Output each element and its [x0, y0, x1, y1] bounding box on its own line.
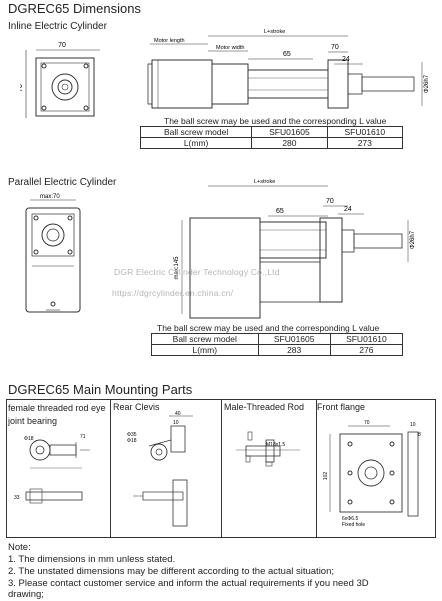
note-heading: Note:: [8, 542, 31, 553]
inline-dim-70: 70: [331, 44, 339, 51]
inline-end-view: 70 70: [20, 42, 100, 118]
female-dim-71: 71: [80, 434, 86, 440]
clevis-dim-10: 10: [173, 420, 179, 426]
mounting-parts-table: [6, 399, 436, 538]
flange-dim-10: 10: [410, 422, 416, 428]
flange-dim-8: 8: [418, 432, 421, 438]
parallel-heading: Parallel Electric Cylinder: [8, 177, 117, 188]
female-dim-33: 33: [14, 495, 20, 501]
inline-end-dim-70: 70: [58, 42, 66, 49]
flange-dim-102: 102: [323, 472, 329, 481]
table-row: Ball screw model SFU01605 SFU01610: [151, 333, 404, 345]
table-cell: L(mm): [151, 344, 259, 356]
table-cell: SFU01605: [257, 333, 331, 345]
inline-motor-length-label: Motor length: [154, 38, 185, 44]
rear-clevis-drawing: 40 10 Φ35 Φ18: [127, 411, 193, 527]
clevis-dim-phi35: Φ35: [127, 432, 137, 438]
flange-dim-70: 70: [364, 420, 370, 426]
table-row: L(mm) 283 276: [151, 344, 404, 356]
table-cell: SFU01610: [329, 333, 404, 345]
parallel-phi-label: Φ26h7: [410, 230, 416, 249]
female-rod-eye-drawing: Φ18 71 33: [14, 434, 90, 504]
inline-heading: Inline Electric Cylinder: [8, 21, 107, 32]
part-name-rear-clevis: Rear Clevis: [113, 402, 160, 412]
clevis-dim-phi18: Φ18: [127, 438, 137, 444]
clevis-dim-40: 40: [175, 411, 181, 417]
parallel-max70-label: max:70: [40, 194, 60, 200]
parallel-side-view: L+stroke 65 70 24 max:145 Φ26h7: [174, 179, 416, 319]
table-cell: SFU01605: [251, 126, 328, 138]
table-cell: 283: [257, 344, 331, 356]
note-item-4: drawing;: [8, 589, 44, 600]
parallel-max145-label: max:145: [174, 256, 180, 280]
flange-dim-holes: 6xΦ6.5: [342, 516, 358, 522]
parallel-dim-24: 24: [344, 206, 352, 213]
note-item-3: 3. Please contact customer service and i…: [8, 578, 369, 589]
parallel-lstroke-label: L+stroke: [254, 179, 275, 185]
male-dim-thread: M18x1.5: [266, 442, 285, 448]
table-cell: SFU01610: [326, 126, 404, 138]
table-cell: Ball screw model: [151, 333, 259, 345]
front-flange-drawing: 70 10 8 102 6xΦ6.5 Fixed hole: [323, 420, 421, 528]
page-title: DGREC65 Dimensions: [8, 1, 141, 16]
note-item-2: 2. The unstated dimensions may be differ…: [8, 566, 335, 577]
flange-fixed-hole-label: Fixed hole: [342, 522, 365, 528]
inline-dim-65: 65: [283, 51, 291, 58]
part-name-female-rod-eye: female threaded rod eye joint bearing: [8, 403, 106, 426]
inline-lstroke-label: L+stroke: [264, 29, 285, 35]
parallel-dim-65: 65: [276, 208, 284, 215]
female-dim-phi: Φ18: [24, 436, 34, 442]
inline-table-caption: The ball screw may be used and the corre…: [164, 116, 387, 126]
watermark-company: DGR Electric Cylinder Technology Co.,Ltd: [114, 267, 280, 277]
inline-motor-width-label: Motor width: [216, 45, 244, 51]
parallel-ballscrew-table: Ball screw model SFU01605 SFU01610 L(mm)…: [151, 333, 404, 356]
mounting-title: DGREC65 Main Mounting Parts: [8, 382, 193, 397]
inline-end-dim-70-vert: 70: [20, 84, 24, 92]
table-cell: 280: [251, 137, 328, 149]
part-name-male-threaded-rod: Male-Threaded Rod: [224, 402, 305, 412]
inline-phi-label: Φ26h7: [424, 74, 430, 93]
table-row: L(mm) 280 273: [139, 137, 404, 149]
table-row: Ball screw model SFU01605 SFU01610: [139, 126, 404, 138]
parallel-table-caption: The ball screw may be used and the corre…: [157, 323, 380, 333]
inline-ballscrew-table: Ball screw model SFU01605 SFU01610 L(mm)…: [139, 126, 404, 149]
table-cell: Ball screw model: [139, 126, 253, 138]
part-name-front-flange: Front flange: [317, 402, 366, 412]
table-cell: 276: [329, 344, 404, 356]
male-threaded-rod-drawing: M18x1.5: [236, 431, 300, 467]
inline-side-view: Motor length L+stroke Motor width 65 70 …: [147, 29, 430, 109]
table-cell: L(mm): [139, 137, 253, 149]
watermark-url: https://dgrcylinder.en.china.cn/: [112, 288, 234, 298]
parallel-end-view: max:70: [25, 194, 81, 313]
table-cell: 273: [326, 137, 404, 149]
parallel-dim-70: 70: [326, 198, 334, 205]
note-item-1: 1. The dimensions in mm unless stated.: [8, 554, 176, 565]
